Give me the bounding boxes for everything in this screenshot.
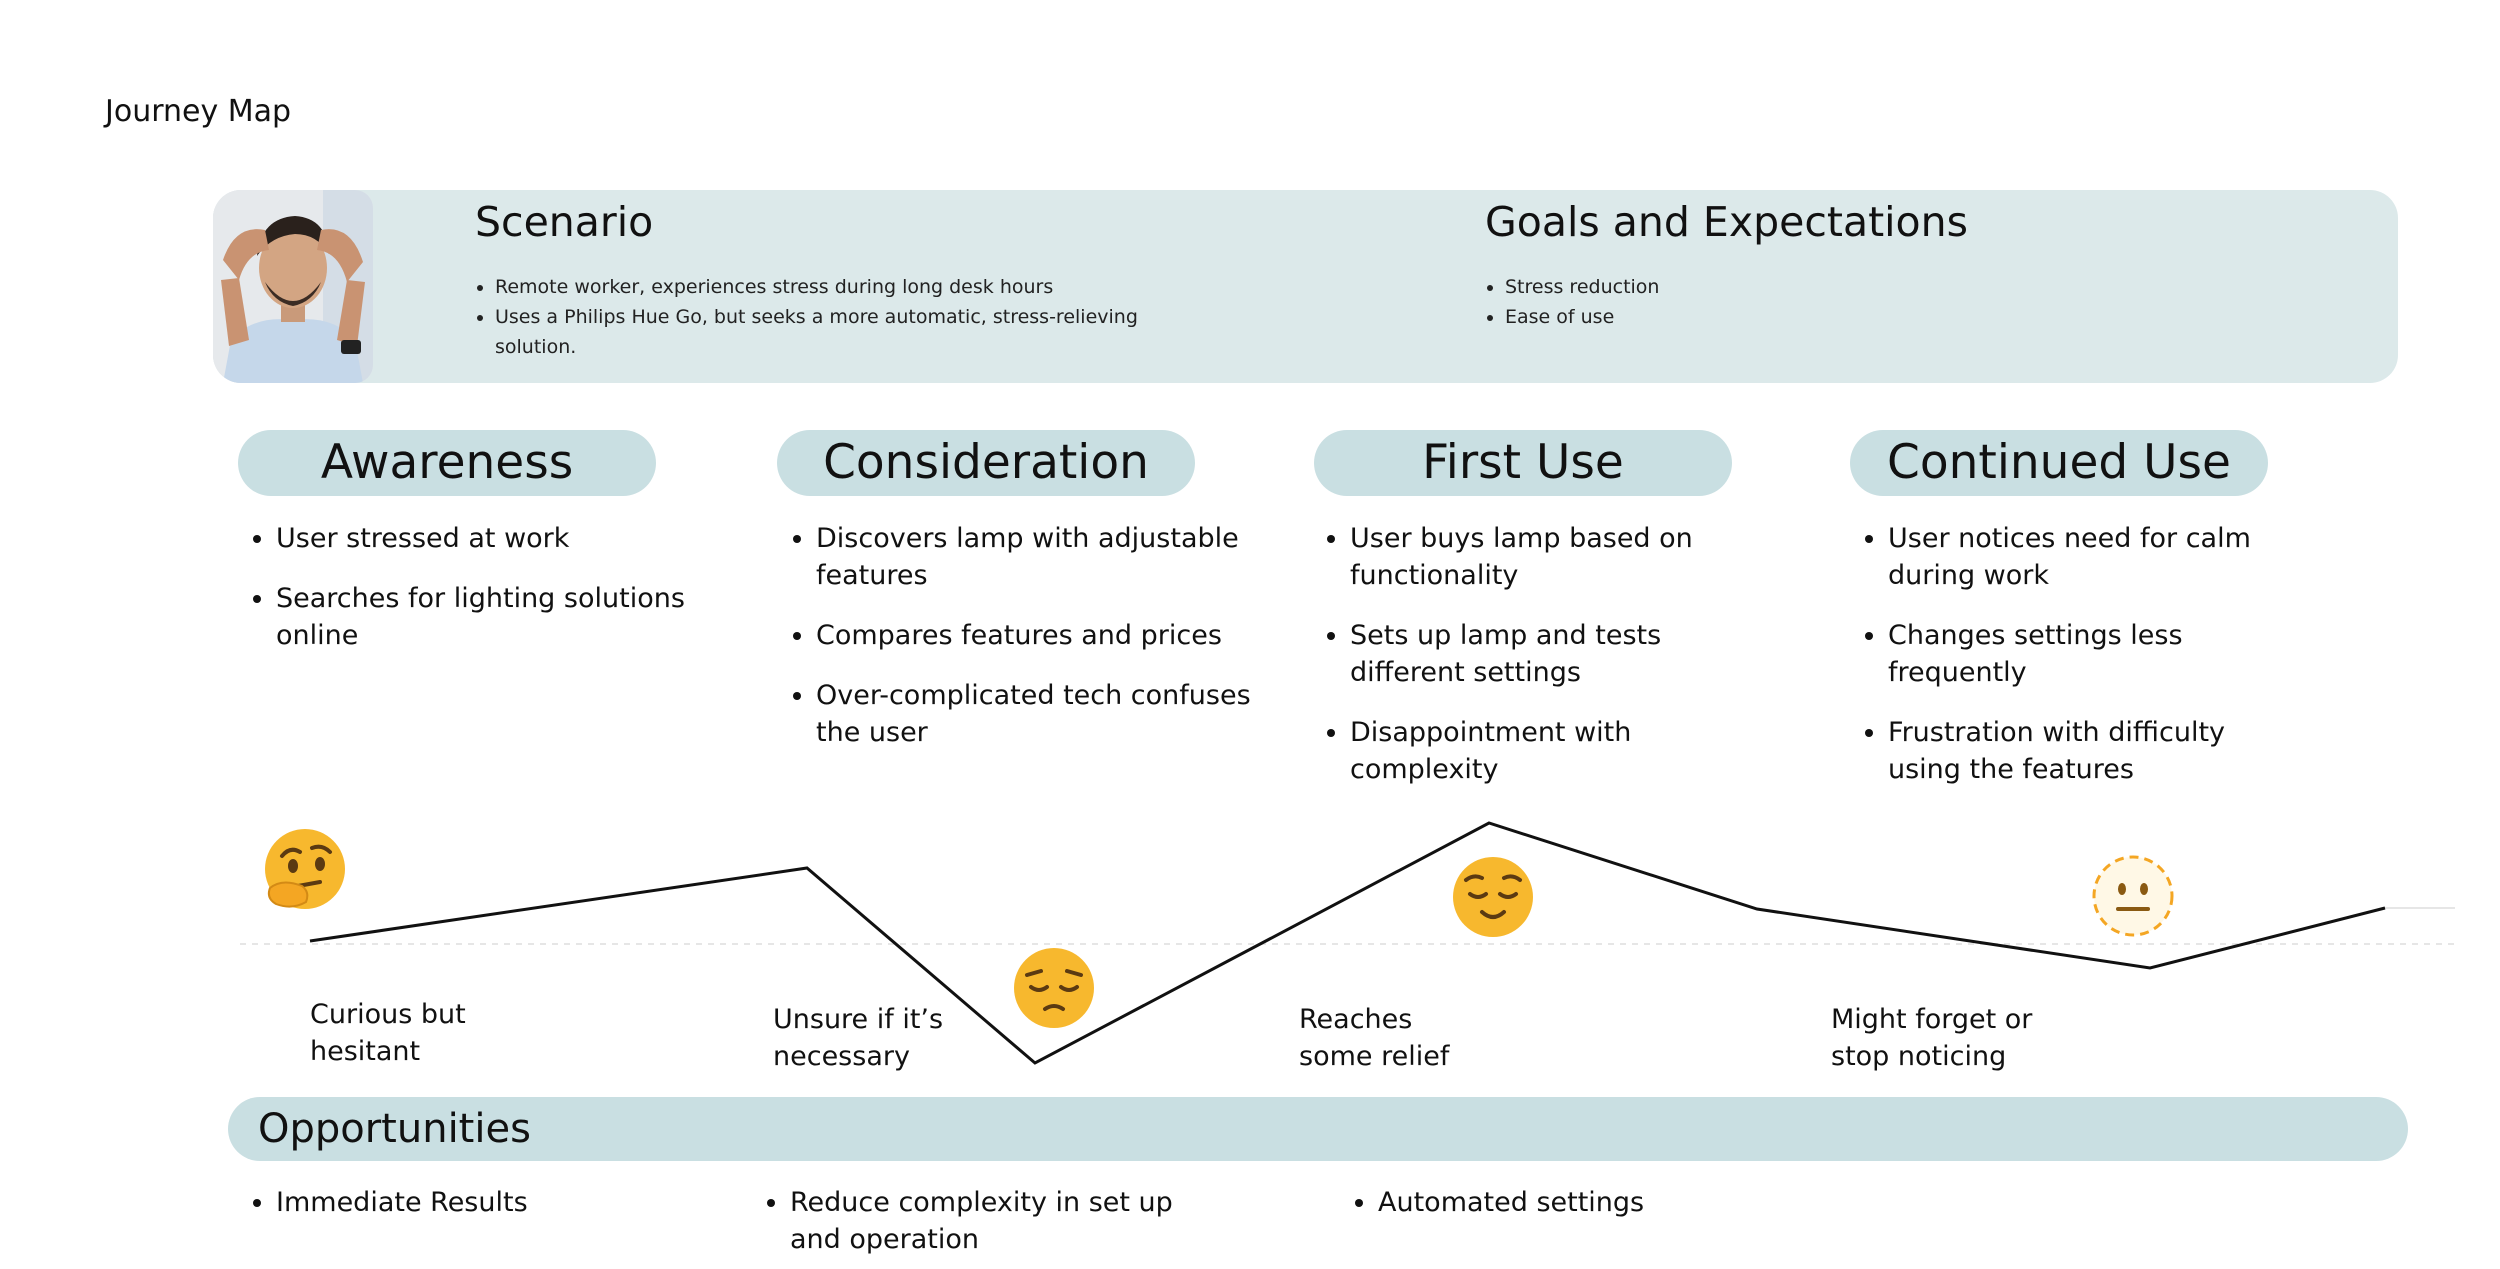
emotion-label-first-use: Reaches some relief bbox=[1299, 1004, 1450, 1072]
list-item: Disappointment with complexity bbox=[1350, 714, 1730, 788]
list-item: Over-complicated tech confuses the user bbox=[816, 677, 1256, 751]
list-item: Compares features and prices bbox=[816, 617, 1256, 654]
list-item: User stressed at work bbox=[276, 520, 716, 557]
stage-consideration: Consideration bbox=[777, 430, 1195, 496]
scenario-banner: Scenario Remote worker, experiences stre… bbox=[213, 190, 2398, 383]
list-item: Frustration with difficulty using the fe… bbox=[1888, 714, 2268, 788]
persona-photo bbox=[213, 190, 373, 383]
relieved-face-icon bbox=[1450, 854, 1536, 944]
dotted-line-face-icon bbox=[2090, 853, 2176, 943]
thinking-face-icon bbox=[262, 826, 348, 916]
stage-awareness: Awareness bbox=[238, 430, 656, 496]
list-item: User notices need for calm during work bbox=[1888, 520, 2268, 594]
opportunity-list-1: Immediate Results bbox=[240, 1184, 696, 1221]
emotion-label-continued-use: Might forget or stop noticing bbox=[1831, 1004, 2033, 1072]
consideration-list: Discovers lamp with adjustable features … bbox=[780, 520, 1256, 774]
list-item: Discovers lamp with adjustable features bbox=[816, 520, 1256, 594]
list-item: Remote worker, experiences stress during… bbox=[495, 272, 1195, 302]
first-use-list: User buys lamp based on functionality Se… bbox=[1314, 520, 1730, 811]
list-item: Searches for lighting solutions online bbox=[276, 580, 716, 654]
list-item: Ease of use bbox=[1505, 302, 2105, 332]
opportunities-heading: Opportunities bbox=[258, 1106, 531, 1152]
awareness-list: User stressed at work Searches for light… bbox=[240, 520, 716, 677]
list-item: Uses a Philips Hue Go, but seeks a more … bbox=[495, 302, 1195, 362]
opportunity-list-2: Reduce complexity in set up and operatio… bbox=[754, 1184, 1210, 1258]
emotion-line bbox=[309, 821, 2386, 1065]
page-title: Journey Map bbox=[105, 94, 292, 129]
emotion-label-awareness: Curious but hesitant bbox=[310, 999, 466, 1067]
continued-use-list: User notices need for calm during work C… bbox=[1852, 520, 2268, 811]
list-item: User buys lamp based on functionality bbox=[1350, 520, 1730, 594]
list-item: Sets up lamp and tests different setting… bbox=[1350, 617, 1730, 691]
stage-continued-use: Continued Use bbox=[1850, 430, 2268, 496]
list-item: Changes settings less frequently bbox=[1888, 617, 2268, 691]
stage-first-use: First Use bbox=[1314, 430, 1732, 496]
list-item: Reduce complexity in set up and operatio… bbox=[790, 1184, 1210, 1258]
opportunity-list-3: Automated settings bbox=[1342, 1184, 1798, 1221]
list-item: Stress reduction bbox=[1505, 272, 2105, 302]
opportunities-header: Opportunities bbox=[228, 1097, 2408, 1161]
pensive-face-icon bbox=[1011, 945, 1097, 1035]
scenario-list: Remote worker, experiences stress during… bbox=[473, 272, 1195, 362]
scenario-heading: Scenario bbox=[475, 198, 654, 246]
goals-heading: Goals and Expectations bbox=[1485, 198, 1968, 246]
emotion-label-consideration: Unsure if it’s necessary bbox=[773, 1004, 944, 1072]
list-item: Automated settings bbox=[1378, 1184, 1798, 1221]
goals-list: Stress reduction Ease of use bbox=[1483, 272, 2105, 332]
list-item: Immediate Results bbox=[276, 1184, 696, 1221]
